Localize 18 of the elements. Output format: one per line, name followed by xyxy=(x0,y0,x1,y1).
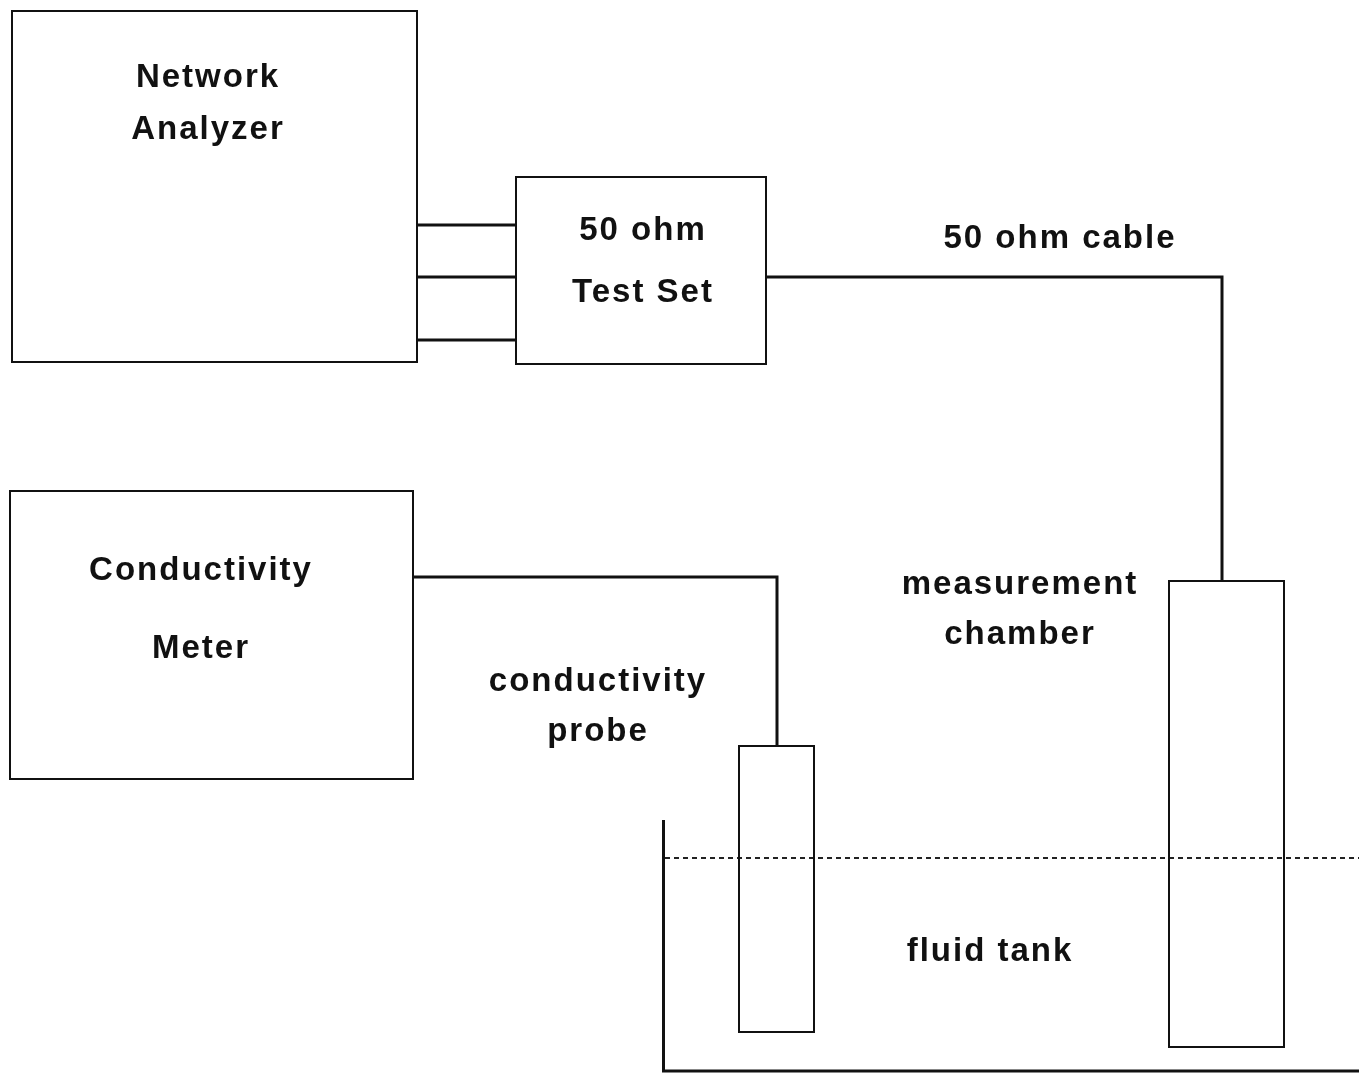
box-title: 50 ohm Test Set xyxy=(571,209,715,311)
chamber-rectangle xyxy=(1168,580,1285,1048)
tank-outline xyxy=(662,820,1359,1073)
part-label: measurement chamber xyxy=(900,563,1140,653)
edge-label: 50 ohm cable xyxy=(942,218,1178,256)
cable-line xyxy=(414,575,779,745)
box-title: fluid tank xyxy=(905,930,1075,970)
cable-line xyxy=(418,275,515,279)
cable-line xyxy=(418,223,515,227)
part-label: conductivity probe xyxy=(487,660,709,750)
probe-rectangle xyxy=(738,745,815,1033)
instrument-box xyxy=(11,10,418,363)
instrument-box xyxy=(515,176,767,365)
box-title: Network Analyzer xyxy=(130,56,286,148)
box-title: Conductivity Meter xyxy=(88,549,314,667)
instrument-box xyxy=(9,490,414,780)
cable-line xyxy=(418,338,515,342)
cable-line xyxy=(767,275,1224,580)
